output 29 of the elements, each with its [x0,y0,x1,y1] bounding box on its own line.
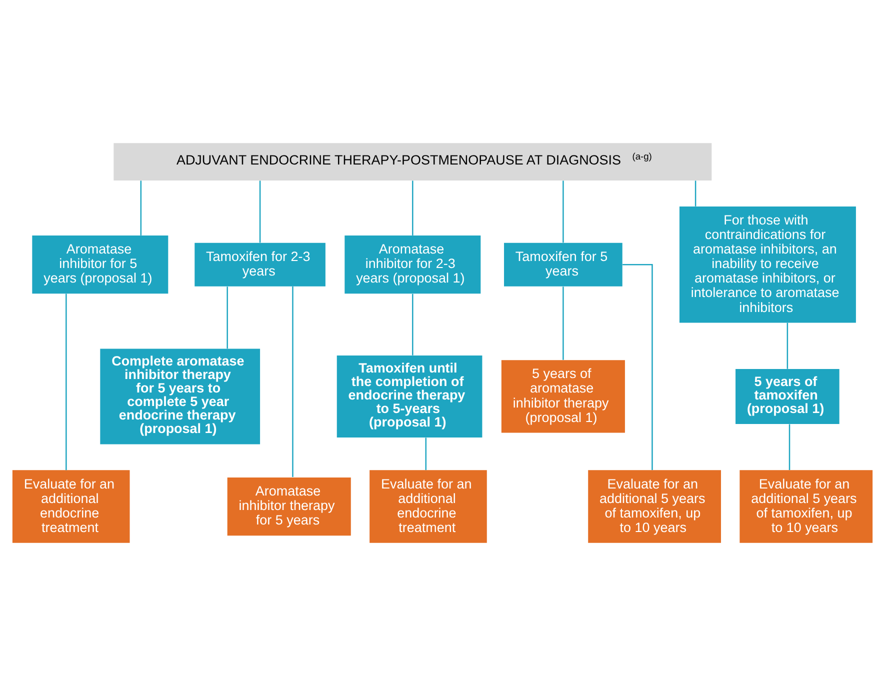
connector [694,180,696,206]
node-box: Aromatase inhibitor therapy for 5 years [227,477,351,536]
node-box: For those with contraindications for aromatase inhibitors, an inability to receive aromatase inhibitors, or intolerance to aromatase inhibitors [679,206,856,323]
node-box: 5 years of aromatase inhibitor therapy (proposal 1) [501,360,625,433]
node-box: Evaluate for an additional 5 years of tamoxifen, up to 10 years [740,470,873,543]
connector [788,424,790,470]
connector [562,286,564,360]
connector [66,294,67,470]
node-box: Tamoxifen for 2-3 years [194,242,326,286]
connector [562,180,564,243]
connector [226,286,228,349]
node-box: 5 years of tamoxifen (proposal 1) [736,368,840,424]
connector [412,180,414,236]
connector [259,180,261,243]
node-box: Tamoxifen until the completion of endocrine therapy to 5-years (proposal 1) [336,355,482,438]
connector [412,294,414,356]
connector [786,322,788,369]
node-box: Tamoxifen for 5 years [504,242,622,286]
connector [292,286,294,478]
node-box: Aromatase inhibitor for 2-3 years (proposal 1) [344,236,481,294]
node-box: ADJUVANT ENDOCRINE THERAPY-POSTMENOPAUSE AT DIAGNOSIS$^{(a-g)}$ [114,143,712,181]
node-box: Evaluate for an additional 5 years of tamoxifen, up to 10 years [588,470,721,543]
node-box: Aromatase inhibitor for 5 years (proposal 1) [32,236,168,294]
node-box: Complete aromatase inhibitor therapy for 5 years to complete 5 year endocrine therapy (proposal 1) [100,348,260,444]
connector [622,264,653,470]
connector [425,438,427,470]
connector [140,180,142,236]
node-box: Evaluate for an additional endocrine treatment [370,470,487,543]
node-box: Evaluate for an additional endocrine treatment [12,470,130,543]
